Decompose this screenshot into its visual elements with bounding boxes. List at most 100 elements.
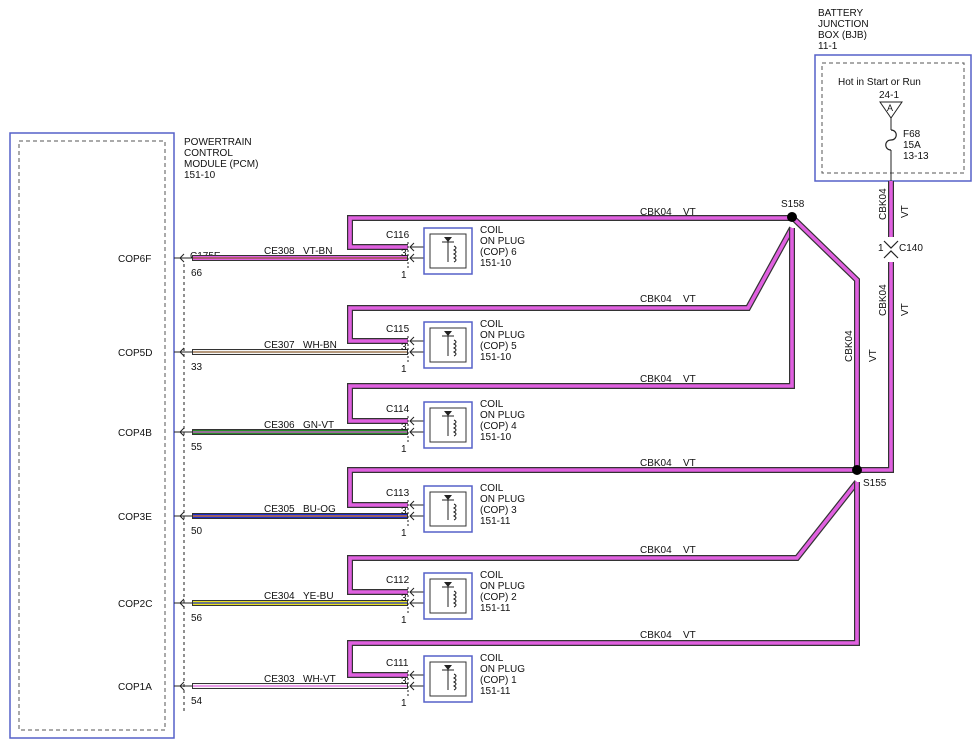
feed-s158-to-s155 xyxy=(790,215,859,470)
coil-pin-top-6: 3 xyxy=(401,676,407,687)
coil-pin-bottom-1: 1 xyxy=(401,270,407,281)
c140-label: C140 xyxy=(899,243,923,254)
coil-connector-label-6: C111 xyxy=(386,658,409,669)
c140-arrow-bottom xyxy=(883,250,899,259)
pcm-pin-number-4: 50 xyxy=(191,526,203,537)
coil-inner-2 xyxy=(429,327,467,363)
cbk04-label-row2: CBK04 xyxy=(640,294,672,305)
pcm-pin-number-5: 56 xyxy=(191,613,203,624)
pcm-wire-tracer-6 xyxy=(193,685,407,687)
feed-to-coil-3-outline xyxy=(347,228,795,424)
pcm-title-4: 151-10 xyxy=(184,170,216,181)
pcm-terminal-arrow-6 xyxy=(179,681,185,691)
coil-title-1-2: ON PLUG xyxy=(480,236,525,247)
pcm-pin-label-6: COP1A xyxy=(118,682,152,693)
pcm-title-3: MODULE (PCM) xyxy=(184,159,258,170)
coil-title-3-4: 151-10 xyxy=(480,432,512,443)
cbk04-label-row1: CBK04 xyxy=(640,207,672,218)
coil-inner-6 xyxy=(429,661,467,697)
feed-to-coil-2 xyxy=(348,227,794,343)
pcm-pin-number-3: 55 xyxy=(191,442,203,453)
bjb-title-1: BATTERY xyxy=(818,8,864,19)
feed-to-coil-6 xyxy=(348,482,859,677)
circuit-label-1: CE308 xyxy=(264,246,295,257)
coil-title-1-4: 151-10 xyxy=(480,258,512,269)
cbk04-label-row4: CBK04 xyxy=(640,458,672,469)
feed-to-coil-3 xyxy=(348,228,794,423)
bjb-pin-triangle xyxy=(879,101,903,119)
circuit-label-3: CE306 xyxy=(264,420,295,431)
cbk04-label-vertical-c: CBK04 xyxy=(878,284,889,316)
coil-title-4-1: COIL xyxy=(480,483,504,494)
cbk04-color-row4: VT xyxy=(683,458,696,469)
cbk04-color-row6: VT xyxy=(683,630,696,641)
coil-title-5-2: ON PLUG xyxy=(480,581,525,592)
coil-diode-icon-6 xyxy=(444,665,452,670)
coil-title-6-1: COIL xyxy=(480,653,504,664)
feed-c140-to-s155 xyxy=(857,262,893,472)
splice-s158-dot xyxy=(787,212,797,222)
circuit-label-6: CE303 xyxy=(264,674,295,685)
bjb-pin-letter: A xyxy=(887,103,893,113)
coil-pin-top-2: 3 xyxy=(401,342,407,353)
coil-inner-5 xyxy=(429,578,467,614)
pcm-title-2: CONTROL xyxy=(184,148,233,159)
cbk04-label-row3: CBK04 xyxy=(640,374,672,385)
wire-color-label-6: WH-VT xyxy=(303,674,336,685)
coil-pin-bottom-4: 1 xyxy=(401,528,407,539)
coil-connector-label-1: C116 xyxy=(386,230,410,241)
coil-pin-bottom-6: 1 xyxy=(401,698,407,709)
coil-winding-icon-4 xyxy=(452,503,457,521)
wire-color-label-3: GN-VT xyxy=(303,420,334,431)
cbk04-color-row1: VT xyxy=(683,207,696,218)
pcm-pin-number-2: 33 xyxy=(191,362,203,373)
cbk04-color-row5: VT xyxy=(683,545,696,556)
pcm-pin-number-6: 54 xyxy=(191,696,203,707)
coil-diode-icon-4 xyxy=(444,495,452,500)
coil-pin-top-3: 3 xyxy=(401,422,407,433)
coil-title-2-2: ON PLUG xyxy=(480,330,525,341)
wire-color-label-2: WH-BN xyxy=(303,340,337,351)
coil-title-3-2: ON PLUG xyxy=(480,410,525,421)
coil-diode-icon-3 xyxy=(444,411,452,416)
splice-s155-dot xyxy=(852,465,862,475)
coil-connector-label-3: C114 xyxy=(386,404,410,415)
cbk04-label-row5: CBK04 xyxy=(640,545,672,556)
bjb-hot-label: Hot in Start or Run xyxy=(838,77,921,88)
coil-title-2-1: COIL xyxy=(480,319,504,330)
circuit-label-5: CE304 xyxy=(264,591,295,602)
fuse-label-2: 15A xyxy=(903,140,921,151)
coil-title-6-4: 151-11 xyxy=(480,686,511,697)
coil-title-4-4: 151-11 xyxy=(480,516,511,527)
coil-winding-icon-3 xyxy=(452,419,457,437)
feed-bus xyxy=(347,181,899,678)
pcm-pin-label-4: COP3E xyxy=(118,512,152,523)
coil-title-4-3: (COP) 3 xyxy=(480,505,517,516)
pcm-title-1: POWERTRAIN xyxy=(184,137,252,148)
coil-inner-3 xyxy=(429,407,467,443)
coil-title-4-2: ON PLUG xyxy=(480,494,525,505)
coil-winding-icon-5 xyxy=(452,590,457,608)
coil-title-1-3: (COP) 6 xyxy=(480,247,517,258)
bjb-title-4: 11-1 xyxy=(818,41,838,52)
pcm-wire-tracer-5 xyxy=(193,602,407,604)
pcm-pin-number-1: 66 xyxy=(191,268,203,279)
pcm-wire-tracer-3 xyxy=(193,431,407,433)
coil-pin-top-4: 3 xyxy=(401,506,407,517)
pcm-terminal-arrow-2 xyxy=(179,347,185,357)
pcm-terminal-arrow-4 xyxy=(179,511,185,521)
coil-winding-icon-2 xyxy=(452,339,457,357)
coil-winding-icon-1 xyxy=(452,245,457,263)
feed-to-coil-2-outline xyxy=(347,226,795,344)
coil-inner-1 xyxy=(429,233,467,269)
cbk04-color-vertical-c: VT xyxy=(900,303,911,316)
cbk04-label-vertical-a: CBK04 xyxy=(844,330,855,362)
coil-pin-bottom-3: 1 xyxy=(401,444,407,455)
fuse-icon xyxy=(885,129,897,151)
splice-s158-label: S158 xyxy=(781,199,805,210)
pcm-module: POWERTRAIN CONTROL MODULE (PCM) 151-10 C… xyxy=(9,132,258,739)
cbk04-color-vertical-b: VT xyxy=(900,205,911,218)
